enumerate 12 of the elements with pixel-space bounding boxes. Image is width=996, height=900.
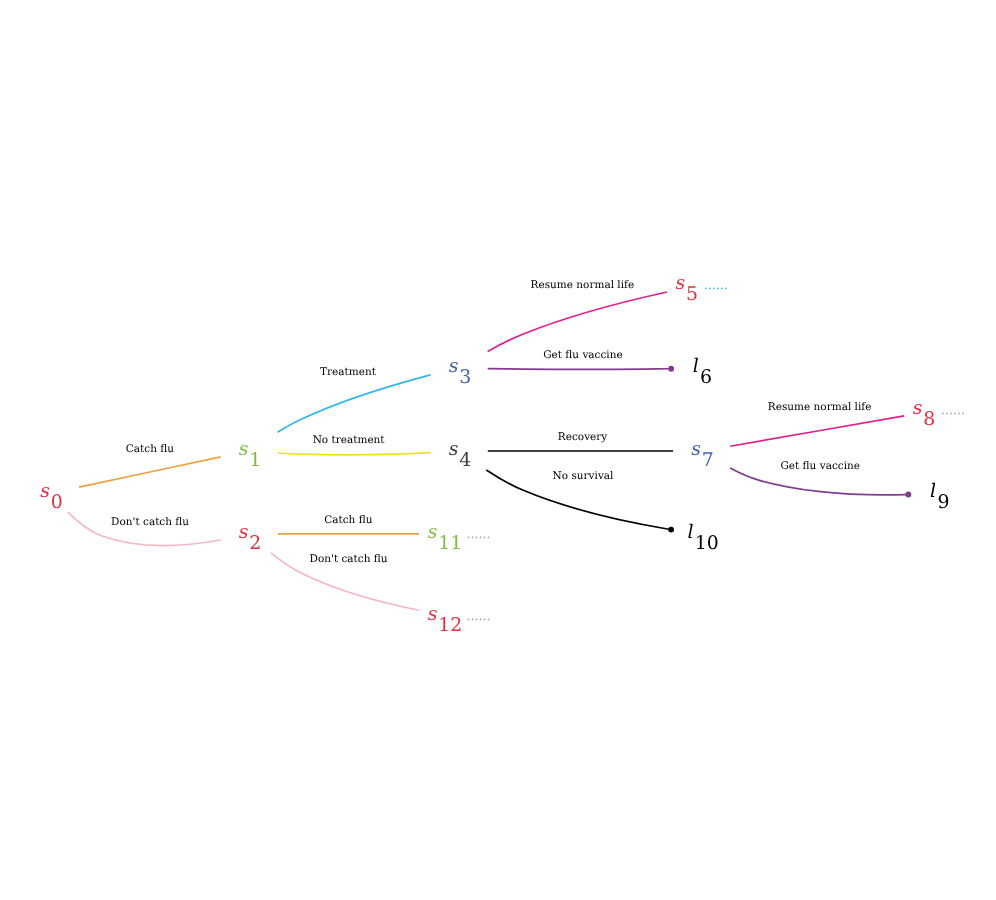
connector [729, 414, 906, 447]
connector [486, 290, 668, 352]
connector [486, 449, 674, 451]
connector [485, 468, 675, 532]
connector [276, 450, 432, 455]
connector [67, 510, 222, 546]
connector [276, 532, 420, 534]
connector [276, 373, 432, 433]
connector [78, 455, 222, 487]
connector [486, 364, 675, 371]
connector [729, 466, 912, 497]
connector [270, 551, 420, 611]
